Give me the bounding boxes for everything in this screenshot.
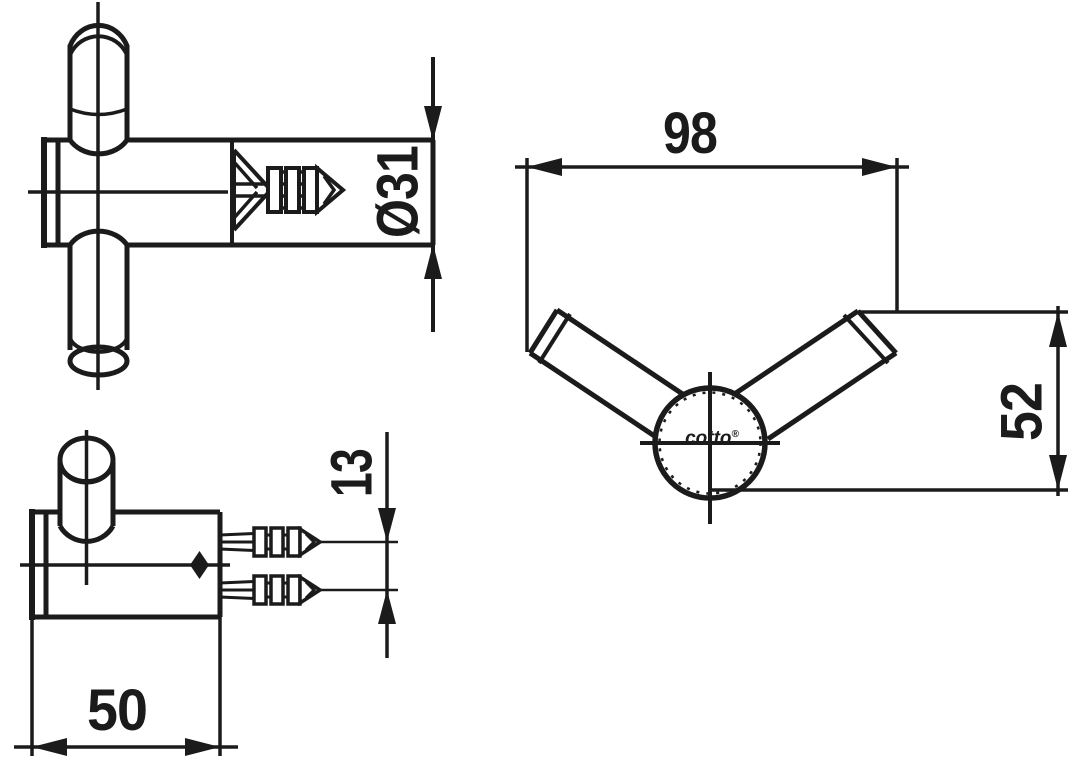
arrow-down-icon: [378, 508, 396, 542]
dimension-projection-depth: [14, 617, 238, 756]
projection-depth-label: 50: [87, 678, 147, 743]
dimension-body-diameter: [424, 57, 442, 332]
arrow-down-icon: [1049, 455, 1067, 490]
hook-height-label: 52: [990, 383, 1055, 441]
registered-mark-icon: ®: [732, 429, 740, 440]
dimension-screw-spacing: [378, 432, 396, 658]
brand-logo-text: cotto: [685, 428, 731, 449]
right-hook: [728, 308, 898, 442]
body-diameter-label: Ø31: [366, 146, 431, 238]
mounting-screw-section: [232, 148, 347, 232]
upper-hook-cylinder: [67, 22, 130, 157]
arrow-left-icon: [527, 158, 562, 176]
arrow-left-icon: [32, 738, 67, 756]
overall-width-label: 98: [663, 101, 717, 166]
round-base: [640, 372, 780, 524]
arrow-up-icon: [1049, 312, 1067, 347]
arrow-up-icon: [378, 590, 396, 624]
screw-spacing-label: 13: [320, 449, 385, 497]
lower-hook-cylinder: [67, 228, 130, 378]
arrow-down-icon: [424, 106, 442, 141]
front-view: [527, 307, 898, 524]
arrow-up-icon: [424, 244, 442, 279]
arrow-right-icon: [862, 158, 897, 176]
left-hook: [527, 307, 692, 444]
arrow-right-icon: [185, 738, 220, 756]
side-section-view: [28, 2, 436, 390]
dimension-overall-width: [515, 158, 909, 352]
top-view: [20, 430, 398, 620]
body-outline: [41, 137, 436, 248]
center-mark-diamond: [190, 551, 209, 579]
dimension-hook-height: [712, 306, 1068, 496]
wall-screw-upper: [219, 525, 398, 559]
wall-screw-lower: [219, 573, 398, 607]
brand-logo: cotto®: [685, 428, 739, 449]
